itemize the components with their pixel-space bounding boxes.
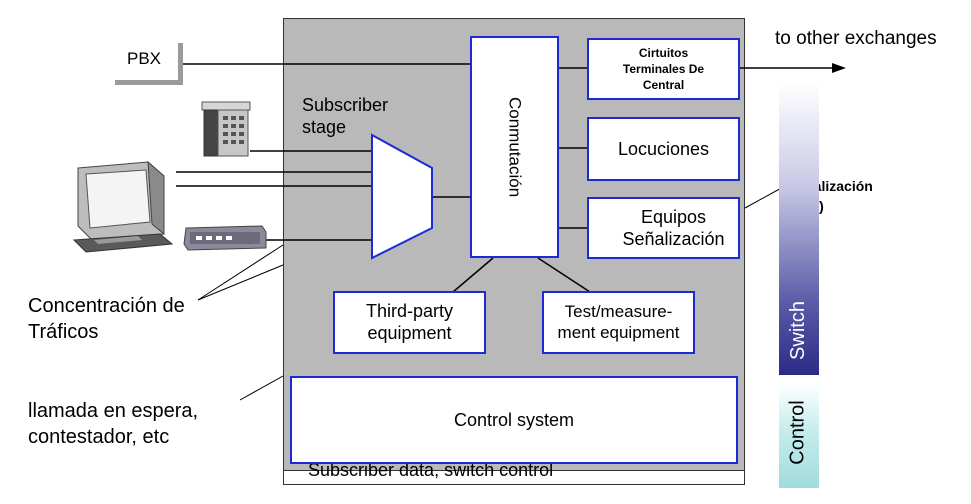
computer-icon bbox=[72, 160, 174, 253]
test-measurement-label: Test/measure-ment equipment bbox=[557, 302, 680, 342]
circuitos-box: Cirtuitos Terminales De Central bbox=[587, 38, 740, 100]
subscriber-stage-shape bbox=[371, 133, 433, 260]
control-label: Control bbox=[786, 400, 809, 465]
control-bar: Control bbox=[779, 383, 819, 488]
pbx-box: PBX bbox=[110, 38, 178, 80]
subscriber-data-strip: Subscriber data, switch control bbox=[283, 460, 745, 485]
subscriber-data-label: Subscriber data, switch control bbox=[308, 460, 554, 480]
equipos-senalizacion-label: Equipos Señalización bbox=[622, 206, 725, 250]
control-system-label: Control system bbox=[453, 409, 575, 430]
equipos-senalizacion-box: Equipos Señalización bbox=[587, 197, 740, 259]
conmutacion-label: Conmutación bbox=[505, 96, 525, 198]
switch-label: Switch bbox=[786, 301, 809, 360]
locuciones-label: Locuciones bbox=[617, 138, 710, 159]
subscriber-stage-label: Subscriber stage bbox=[302, 95, 389, 137]
third-party-box: Third-party equipment bbox=[333, 291, 486, 354]
pbx-label: PBX bbox=[126, 49, 162, 68]
modem-icon bbox=[183, 225, 267, 251]
llamada-label: llamada en espera, contestador, etc bbox=[28, 400, 199, 448]
control-system-box: Control system bbox=[290, 376, 738, 464]
to-other-exchanges-label: to other exchanges bbox=[775, 28, 937, 49]
test-measurement-box: Test/measure-ment equipment bbox=[542, 291, 695, 354]
arrow-right-icon bbox=[832, 63, 846, 73]
telephone-icon bbox=[201, 101, 251, 157]
concentracion-label: Concentración de Tráficos bbox=[28, 295, 185, 343]
conmutacion-box: Conmutación bbox=[470, 36, 559, 258]
third-party-label: Third-party equipment bbox=[365, 300, 454, 343]
locuciones-box: Locuciones bbox=[587, 117, 740, 181]
circuitos-label: Cirtuitos Terminales De Central bbox=[622, 45, 705, 93]
switch-bar: Switch bbox=[779, 83, 819, 375]
